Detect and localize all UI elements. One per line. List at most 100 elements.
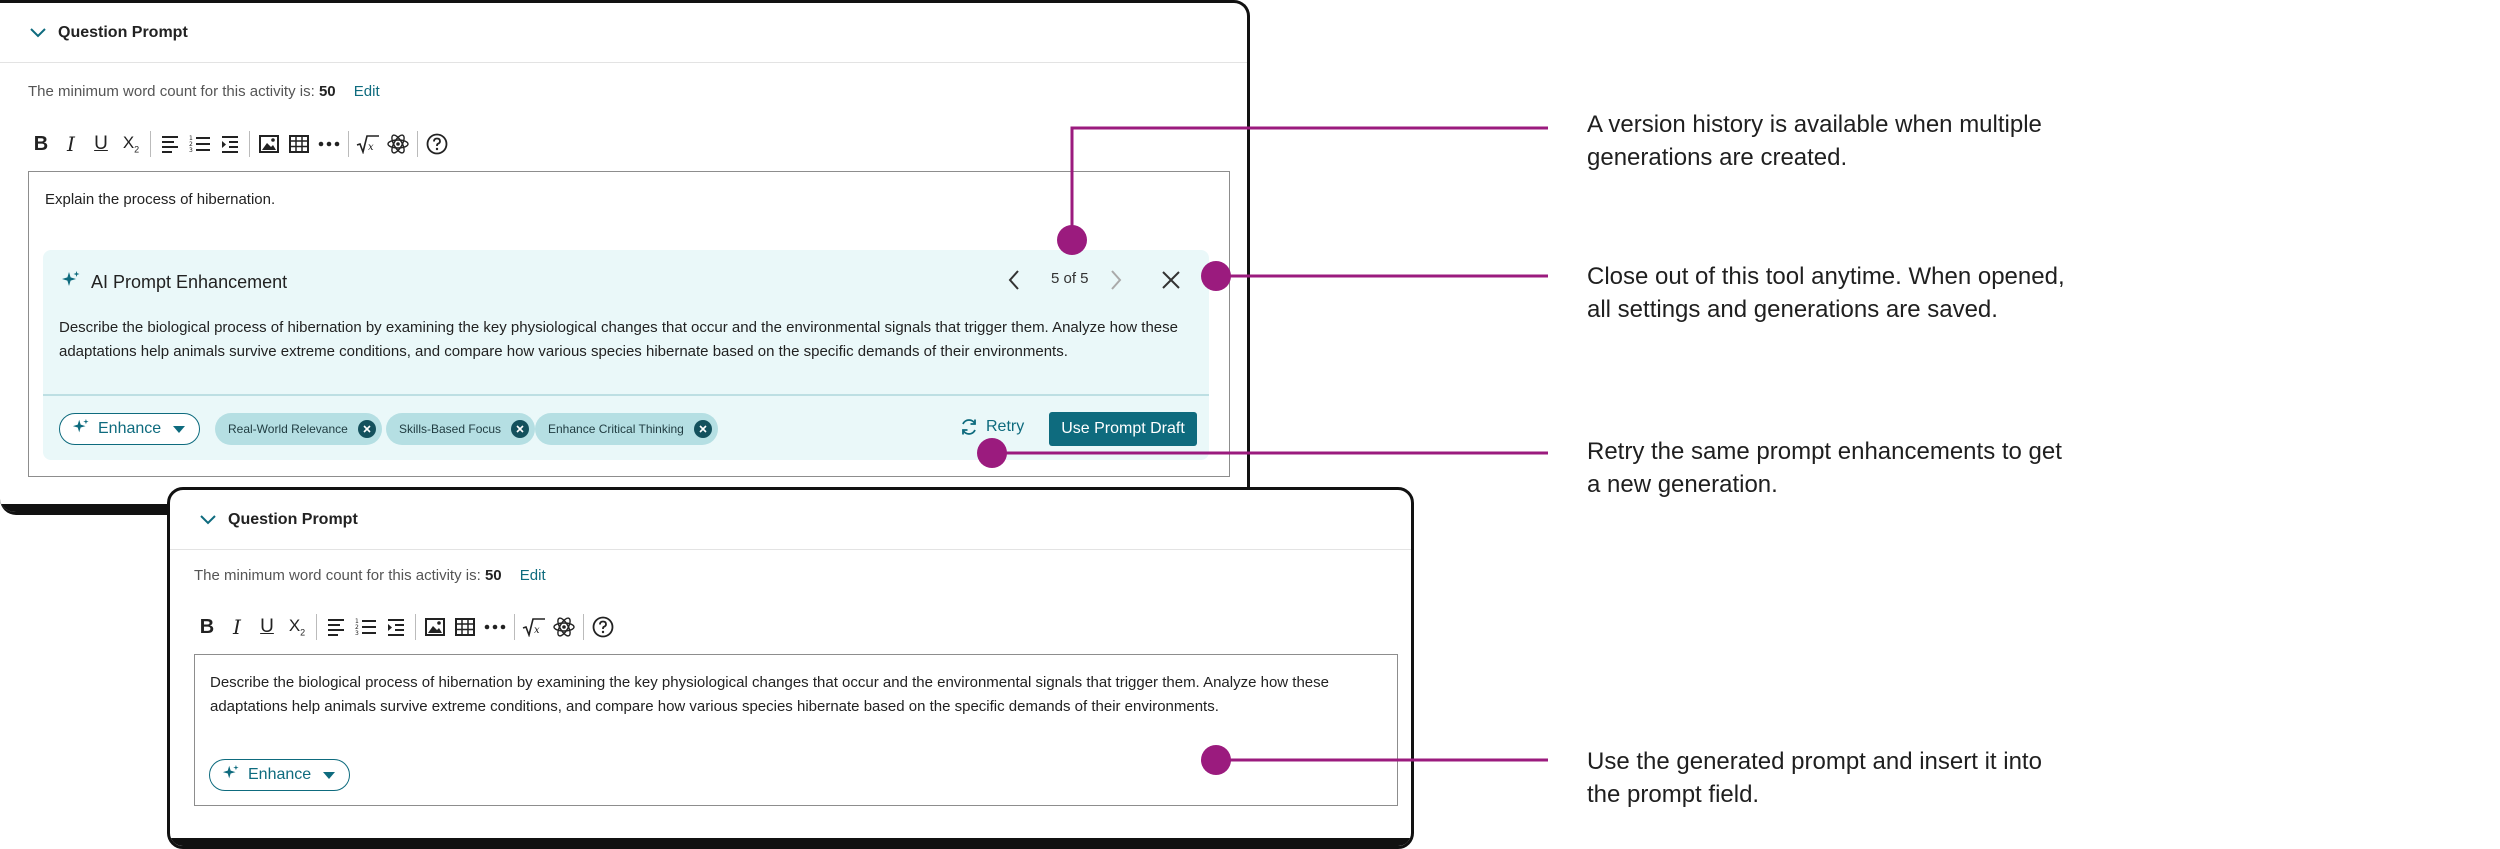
caret-down-icon — [323, 771, 336, 779]
close-icon — [1162, 271, 1180, 289]
min-word-value: 50 — [484, 567, 502, 584]
remove-chip-icon[interactable] — [511, 420, 530, 438]
underline-icon[interactable]: U — [94, 133, 108, 154]
use-prompt-draft-button[interactable]: Use Prompt Draft — [1049, 412, 1197, 446]
bold-icon[interactable]: B — [33, 132, 49, 155]
underline-icon[interactable]: U — [260, 616, 274, 637]
ai-panel-title-text: AI Prompt Enhancement — [91, 272, 288, 292]
svg-text:2: 2 — [355, 624, 359, 631]
ai-generated-line-1: Describe the biological process of hiber… — [59, 319, 1178, 336]
annotation-close-tool: Close out of this tool anytime. When ope… — [1587, 263, 2065, 323]
atom-icon[interactable] — [383, 129, 413, 159]
refresh-icon — [962, 419, 976, 435]
min-word-count: The minimum word count for this activity… — [194, 567, 546, 584]
close-panel-button[interactable] — [1156, 265, 1186, 295]
help-icon[interactable] — [588, 612, 618, 642]
annotation-use-draft: Use the generated prompt and insert it i… — [1587, 748, 2042, 808]
enhance-label: Enhance — [248, 766, 312, 783]
toolbar-divider — [415, 614, 416, 640]
subscript-icon[interactable]: X2 — [288, 616, 306, 638]
min-word-value: 50 — [318, 83, 336, 100]
prompt-editor[interactable]: Describe the biological process of hiber… — [194, 654, 1398, 806]
retry-button[interactable]: Retry — [960, 418, 1024, 436]
toolbar-divider — [150, 131, 151, 157]
min-word-label: The minimum word count for this activity… — [194, 567, 481, 584]
chip-label: Real-World Relevance — [228, 422, 348, 436]
chip-label: Enhance Critical Thinking — [548, 422, 684, 436]
enhance-label: Enhance — [98, 420, 162, 437]
chip-skills-based-focus: Skills-Based Focus — [386, 413, 536, 445]
more-icon[interactable] — [480, 612, 510, 642]
ai-prompt-enhancement-panel: AI Prompt Enhancement 5 of 5 Describe th… — [43, 250, 1209, 460]
edit-link[interactable]: Edit — [519, 567, 546, 584]
indent-icon[interactable] — [215, 129, 245, 159]
math-icon[interactable]: x — [519, 612, 549, 642]
editor-text: Explain the process of hibernation. — [45, 191, 276, 208]
ai-panel-title: AI Prompt Enhancement — [61, 270, 287, 295]
panel-divider — [43, 394, 1209, 396]
toolbar-divider — [249, 131, 250, 157]
annotation-version-history: A version history is available when mult… — [1587, 111, 2042, 171]
editor-line-2: adaptations help animals survive extreme… — [210, 698, 1219, 715]
image-icon[interactable] — [254, 129, 284, 159]
math-icon[interactable]: x — [353, 129, 383, 159]
toolbar-divider — [417, 131, 418, 157]
question-prompt-header[interactable]: Question Prompt — [170, 490, 1411, 550]
question-prompt-title: Question Prompt — [228, 510, 358, 528]
remove-chip-icon[interactable] — [357, 420, 376, 438]
question-prompt-card-top: Question Prompt The minimum word count f… — [0, 0, 1250, 515]
bold-icon[interactable]: B — [199, 615, 215, 638]
prompt-editor[interactable]: Explain the process of hibernation. AI P… — [28, 171, 1230, 477]
chevron-down-icon[interactable] — [198, 510, 218, 530]
toolbar-divider — [316, 614, 317, 640]
indent-icon[interactable] — [381, 612, 411, 642]
table-icon[interactable] — [284, 129, 314, 159]
min-word-count: The minimum word count for this activity… — [28, 83, 380, 100]
table-icon[interactable] — [450, 612, 480, 642]
chip-enhance-critical-thinking: Enhance Critical Thinking — [535, 413, 718, 445]
svg-text:3: 3 — [189, 147, 193, 153]
toolbar-divider — [583, 614, 584, 640]
toolbar-divider — [514, 614, 515, 640]
sparkle-icon — [72, 418, 90, 441]
chip-label: Skills-Based Focus — [399, 422, 502, 436]
atom-icon[interactable] — [549, 612, 579, 642]
enhance-button[interactable]: Enhance — [209, 759, 351, 791]
question-prompt-title: Question Prompt — [58, 23, 188, 41]
help-icon[interactable] — [422, 129, 452, 159]
svg-text:1: 1 — [189, 135, 193, 142]
question-prompt-header[interactable]: Question Prompt — [0, 3, 1247, 63]
editor-text: Describe the biological process of hiber… — [210, 671, 1329, 719]
svg-text:x: x — [368, 142, 374, 153]
retry-label: Retry — [986, 418, 1025, 435]
enhance-button[interactable]: Enhance — [59, 413, 201, 445]
italic-icon[interactable]: I — [67, 132, 75, 156]
min-word-label: The minimum word count for this activity… — [28, 83, 315, 100]
subscript-icon[interactable]: X2 — [122, 133, 140, 155]
more-icon[interactable] — [314, 129, 344, 159]
chevron-down-icon[interactable] — [28, 23, 48, 43]
ai-generated-line-2: adaptations help animals survive extreme… — [59, 343, 1068, 360]
edit-link[interactable]: Edit — [353, 83, 380, 100]
caret-down-icon — [173, 425, 186, 433]
toolbar-divider — [348, 131, 349, 157]
chip-real-world-relevance: Real-World Relevance — [215, 413, 382, 445]
svg-text:2: 2 — [189, 141, 193, 148]
align-icon[interactable] — [321, 612, 351, 642]
question-prompt-card-bottom: Question Prompt The minimum word count f… — [167, 487, 1414, 849]
previous-version-button[interactable] — [999, 265, 1029, 295]
ai-generated-prompt: Describe the biological process of hiber… — [59, 316, 1199, 364]
svg-text:3: 3 — [355, 630, 359, 636]
svg-text:1: 1 — [355, 618, 359, 625]
annotation-retry: Retry the same prompt enhancements to ge… — [1587, 438, 2062, 498]
sparkle-icon — [222, 764, 240, 787]
remove-chip-icon[interactable] — [693, 420, 712, 438]
version-counter: 5 of 5 — [1051, 270, 1089, 287]
italic-icon[interactable]: I — [233, 615, 241, 639]
align-icon[interactable] — [155, 129, 185, 159]
image-icon[interactable] — [420, 612, 450, 642]
next-version-button[interactable] — [1101, 265, 1131, 295]
